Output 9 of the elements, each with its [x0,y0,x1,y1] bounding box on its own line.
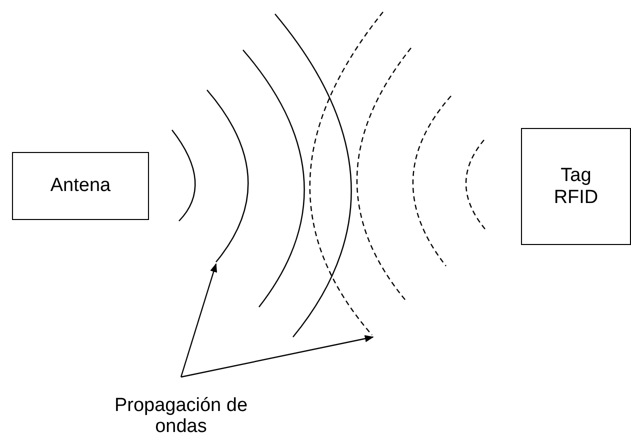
leader-arrow [180,263,218,378]
wave-arc [206,90,249,262]
box-label: Antena [50,175,111,197]
leader-arrow [180,335,374,378]
antenna-box [12,152,149,220]
box-label: Tag RFID [552,165,600,208]
reflected-wave-arc [309,12,384,336]
wave-propagation-label: Propagación de ondas [91,388,271,444]
rfid-tag-box [521,128,631,245]
